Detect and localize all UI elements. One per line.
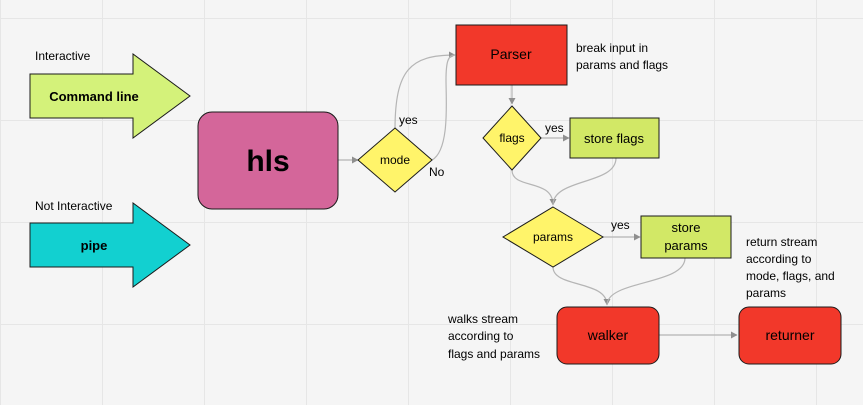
params-yes-label: yes — [611, 218, 630, 232]
command-line-input: Command line — [29, 53, 191, 139]
walker-box — [556, 306, 660, 365]
store-flags-label: store flags — [584, 131, 644, 146]
connector-mode-yes-to-parser — [394, 51, 456, 131]
connector-store-flags-to-params — [552, 157, 617, 206]
parser-label: Parser — [490, 46, 532, 62]
parser-note-line2: params and flags — [576, 58, 668, 72]
walker-note-line1: walks stream — [447, 312, 518, 326]
pipe-input: pipe — [29, 202, 191, 288]
hls-label: hls — [246, 145, 289, 178]
interactive-caption: Interactive — [35, 49, 91, 63]
returner-note-line4: params — [746, 286, 786, 300]
mode-decision: mode — [357, 127, 433, 193]
store-params-label-line1: store — [672, 220, 701, 235]
store-params-box — [640, 215, 732, 259]
params-decision: params — [502, 206, 604, 268]
flags-label: flags — [499, 131, 524, 145]
walker-note-line2: according to — [448, 329, 514, 343]
parser-box — [455, 24, 568, 86]
params-label: params — [533, 230, 573, 244]
walker-label: walker — [587, 327, 629, 343]
returner-box — [738, 306, 842, 365]
connectors — [338, 51, 738, 339]
walker-note-line3: flags and params — [448, 347, 540, 361]
params-diamond — [502, 206, 604, 268]
flags-decision: flags — [482, 105, 542, 171]
pipe-arrow-shape — [29, 202, 191, 288]
store-flags-node: store flags — [569, 117, 660, 159]
pipe-label: pipe — [81, 238, 108, 253]
command-line-label: Command line — [49, 89, 139, 104]
mode-no-label: No — [429, 165, 445, 179]
returner-note-line3: mode, flags, and — [746, 269, 835, 283]
connector-flags-to-params — [511, 169, 557, 206]
command-line-arrow-shape — [29, 53, 191, 139]
parser-note-line1: break input in — [576, 41, 648, 55]
store-params-label-line2: params — [664, 238, 708, 253]
store-params-node: store params — [640, 215, 732, 259]
store-flags-box — [569, 117, 660, 159]
mode-diamond — [357, 127, 433, 193]
mode-yes-label: yes — [399, 113, 418, 127]
connector-store-params-to-walker — [606, 257, 686, 306]
flags-yes-label: yes — [545, 121, 564, 135]
returner-note-line2: according to — [746, 252, 812, 266]
flags-diamond — [482, 105, 542, 171]
not-interactive-caption: Not Interactive — [35, 199, 113, 213]
hls-box — [197, 111, 339, 210]
returner-node: returner — [738, 306, 842, 365]
hls-node: hls — [197, 111, 339, 210]
walker-node: walker — [556, 306, 660, 365]
connector-mode-no-to-parser — [431, 54, 456, 161]
returner-label: returner — [765, 327, 814, 343]
returner-note-line1: return stream — [746, 235, 817, 249]
connector-params-to-walker — [552, 266, 611, 306]
parser-node: Parser — [455, 24, 568, 86]
mode-label: mode — [380, 153, 410, 167]
